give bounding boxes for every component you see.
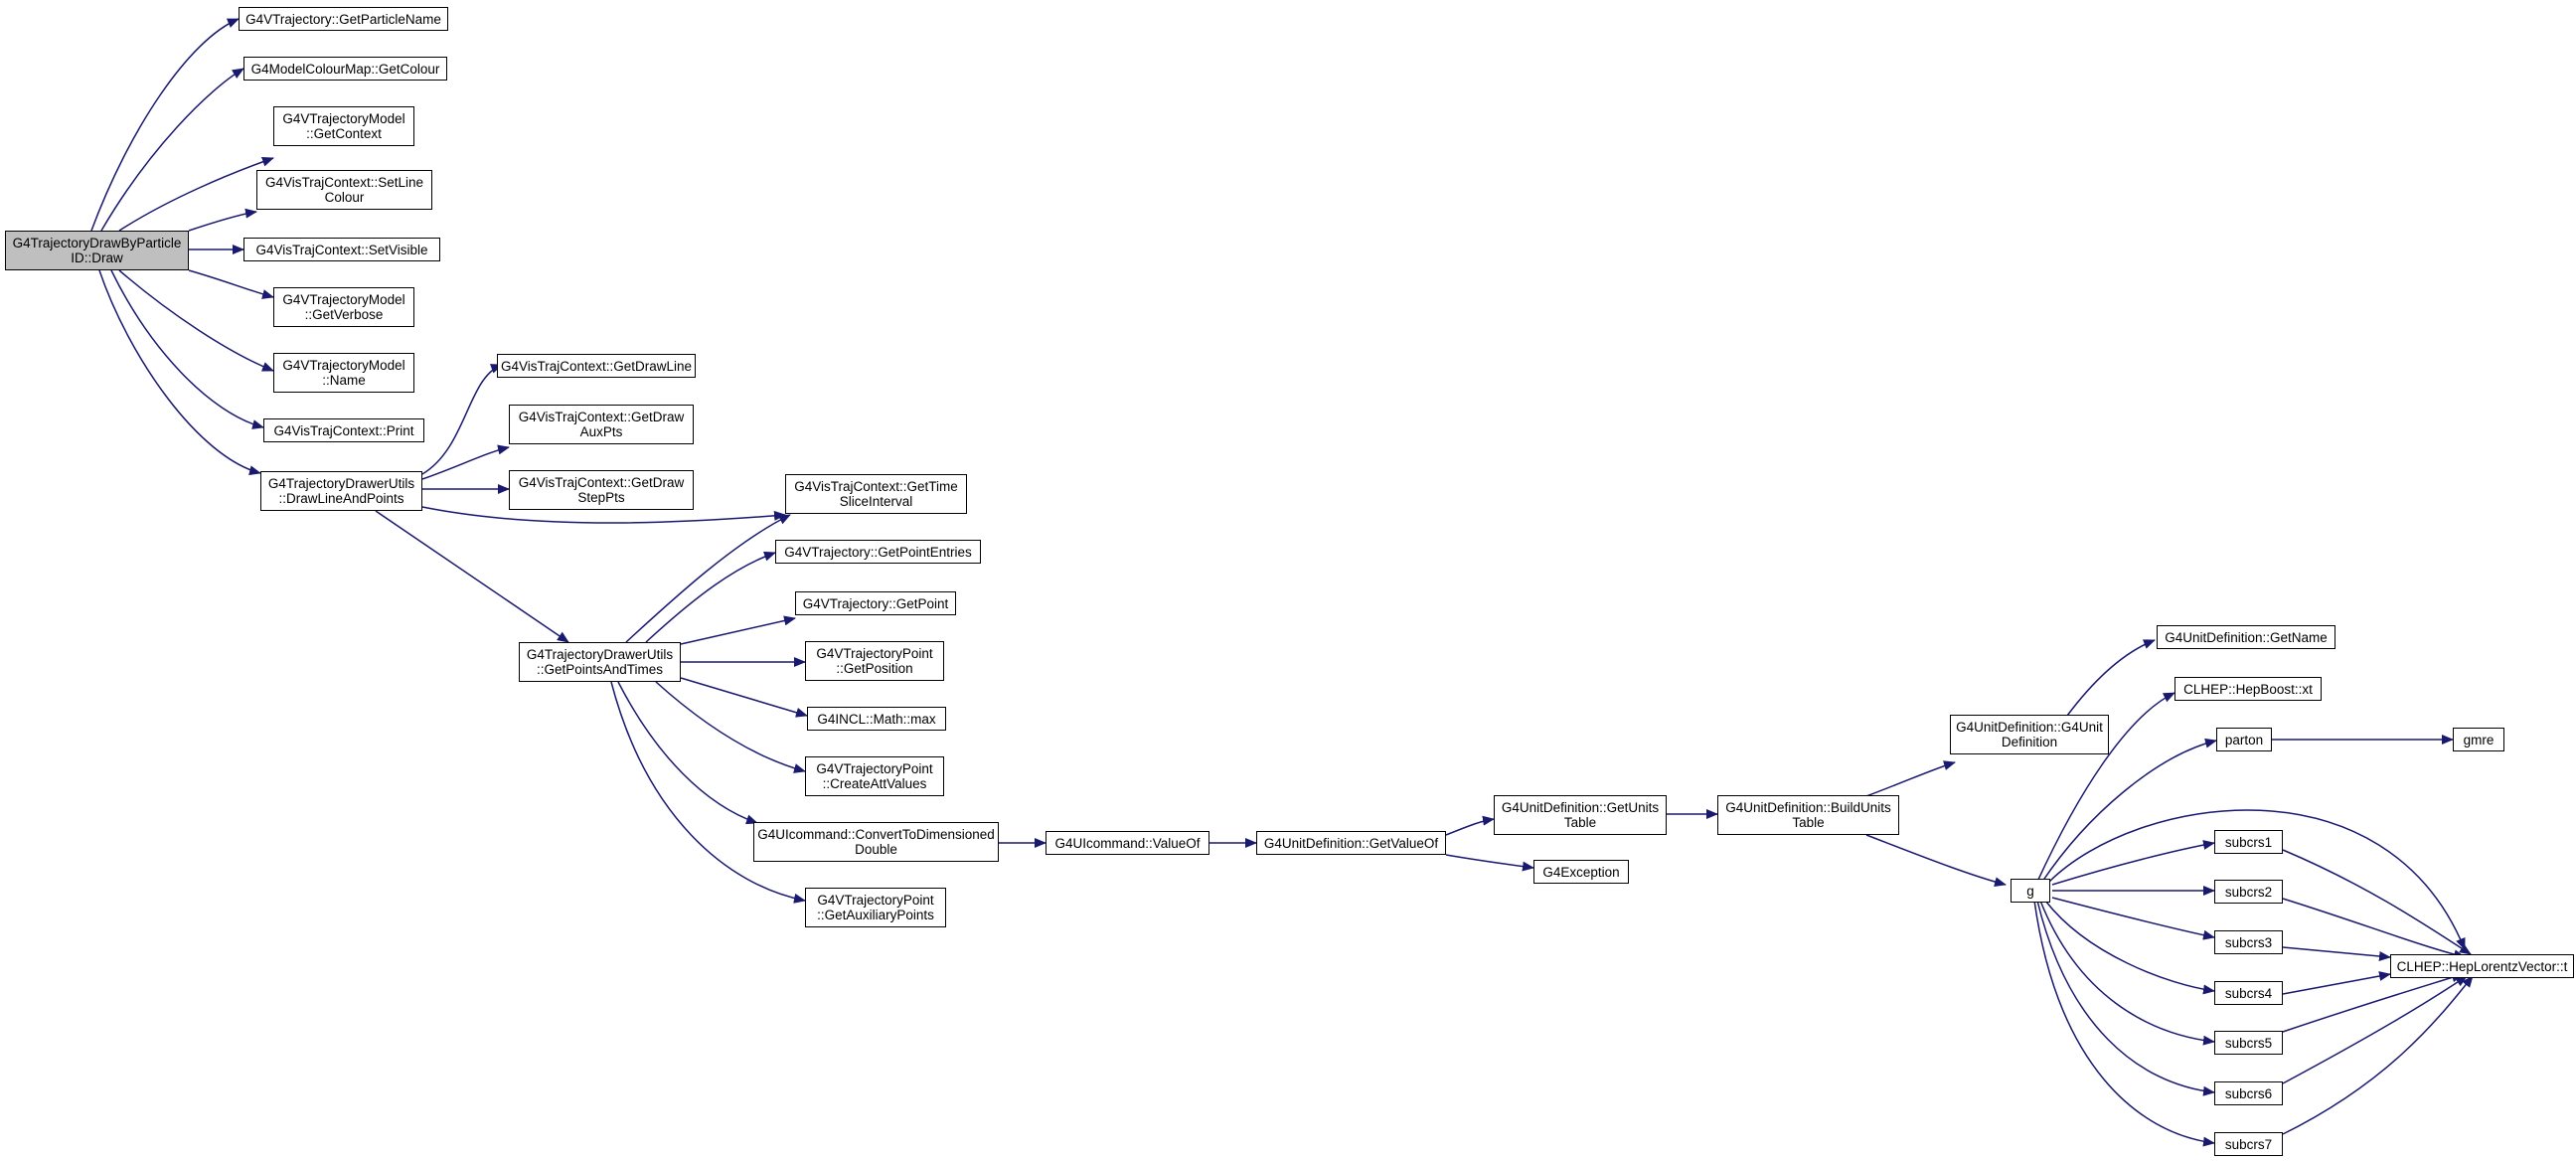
node-get-verbose[interactable]: G4VTrajectoryModel ::GetVerbose — [273, 287, 414, 327]
node-draw-line-and-points[interactable]: G4TrajectoryDrawerUtils ::DrawLineAndPoi… — [260, 471, 422, 511]
edge-gpat-get-point — [680, 615, 796, 645]
edge-subcrs7-t — [2282, 975, 2474, 1135]
edge-draw-get-verbose — [188, 269, 274, 299]
node-subcrs3[interactable]: subcrs3 — [2214, 930, 2283, 954]
node-set-visible[interactable]: G4VisTrajContext::SetVisible — [243, 238, 440, 261]
node-value-of[interactable]: G4UIcommand::ValueOf — [1046, 831, 1209, 855]
node-get-units-table[interactable]: G4UnitDefinition::GetUnits Table — [1494, 795, 1667, 835]
edge-build-units-table-g4unit-definition — [1865, 760, 1956, 797]
node-subcrs2[interactable]: subcrs2 — [2214, 880, 2283, 904]
edge-draw-get-context — [118, 156, 274, 232]
node-gmre[interactable]: gmre — [2453, 728, 2504, 751]
edge-subcrs2-t — [2282, 898, 2466, 960]
edge-dlap-get-draw-aux-pts — [421, 444, 510, 480]
edge-gpat-math-max — [680, 677, 808, 718]
node-get-value-of[interactable]: G4UnitDefinition::GetValueOf — [1256, 831, 1446, 855]
node-print[interactable]: G4VisTrajContext::Print — [263, 418, 424, 442]
node-get-name[interactable]: G4UnitDefinition::GetName — [2157, 625, 2335, 649]
node-get-context[interactable]: G4VTrajectoryModel ::GetContext — [273, 106, 414, 146]
edge-subcrs5-t — [2282, 972, 2464, 1033]
edge-g-parton — [2041, 738, 2217, 883]
edge-g-subcrs6 — [2036, 900, 2215, 1096]
edge-gpat-create-att-values — [655, 681, 806, 773]
edge-draw-get-particle-name — [90, 18, 240, 232]
node-get-position[interactable]: G4VTrajectoryPoint ::GetPosition — [805, 641, 944, 681]
node-g4exception[interactable]: G4Exception — [1533, 860, 1629, 884]
edge-gpat-get-auxiliary-points — [610, 681, 806, 904]
edge-g-subcrs4 — [2044, 900, 2215, 995]
node-parton[interactable]: parton — [2216, 728, 2272, 751]
node-get-colour[interactable]: G4ModelColourMap::GetColour — [243, 57, 447, 81]
node-get-point[interactable]: G4VTrajectory::GetPoint — [795, 591, 956, 615]
edge-get-value-of-get-units-table — [1445, 815, 1495, 836]
node-subcrs1[interactable]: subcrs1 — [2214, 830, 2283, 854]
node-get-point-entries[interactable]: G4VTrajectory::GetPointEntries — [775, 540, 981, 564]
edge-gpat-get-time-slice-interval — [625, 514, 791, 643]
edge-gpat-get-point-entries — [645, 551, 776, 643]
edge-dlap-get-draw-line — [421, 364, 503, 475]
node-hep-boost-xt[interactable]: CLHEP::HepBoost::xt — [2174, 677, 2322, 701]
edge-draw-get-colour — [100, 68, 244, 232]
node-name[interactable]: G4VTrajectoryModel ::Name — [273, 353, 414, 393]
edge-g-subcrs1 — [2051, 840, 2215, 886]
edge-dlap-get-time-slice-interval — [421, 506, 786, 524]
edge-g-hep-lorentz-vector-t-direct — [2048, 809, 2466, 950]
edge-draw-print — [110, 269, 264, 429]
node-get-time-slice-interval[interactable]: G4VisTrajContext::GetTime SliceInterval — [785, 474, 967, 514]
node-draw[interactable]: G4TrajectoryDrawByParticle ID::Draw — [5, 231, 189, 270]
node-get-draw-aux-pts[interactable]: G4VisTrajContext::GetDraw AuxPts — [509, 405, 694, 444]
node-get-auxiliary-points[interactable]: G4VTrajectoryPoint ::GetAuxiliaryPoints — [805, 888, 946, 927]
node-convert-to-dimensioned-double[interactable]: G4UIcommand::ConvertToDimensioned Double — [753, 822, 999, 862]
edge-subcrs1-t — [2282, 849, 2472, 955]
edge-subcrs4-t — [2282, 971, 2391, 995]
node-subcrs4[interactable]: subcrs4 — [2214, 981, 2283, 1005]
node-get-draw-step-pts[interactable]: G4VisTrajContext::GetDraw StepPts — [509, 470, 694, 510]
node-subcrs7[interactable]: subcrs7 — [2214, 1132, 2283, 1156]
edge-dlap-get-points-and-times — [375, 510, 569, 643]
edge-g-subcrs7 — [2033, 900, 2215, 1147]
edge-subcrs3-t — [2282, 946, 2391, 961]
node-get-particle-name[interactable]: G4VTrajectory::GetParticleName — [239, 7, 448, 31]
node-get-points-and-times[interactable]: G4TrajectoryDrawerUtils ::GetPointsAndTi… — [519, 642, 681, 682]
edge-draw-draw-line-and-points — [98, 269, 261, 476]
edge-subcrs6-t — [2282, 975, 2468, 1084]
edge-g4unit-definition-get-name — [2066, 639, 2156, 717]
node-subcrs5[interactable]: subcrs5 — [2214, 1031, 2283, 1055]
node-build-units-table[interactable]: G4UnitDefinition::BuildUnits Table — [1717, 795, 1899, 835]
node-subcrs6[interactable]: subcrs6 — [2214, 1081, 2283, 1105]
edge-g-subcrs5 — [2039, 900, 2215, 1046]
node-hep-lorentz-vector-t[interactable]: CLHEP::HepLorentzVector::t — [2390, 954, 2574, 978]
node-get-draw-line[interactable]: G4VisTrajContext::GetDrawLine — [497, 354, 696, 378]
node-set-line-colour[interactable]: G4VisTrajContext::SetLine Colour — [256, 170, 432, 210]
edge-g-hep-boost-xt — [2036, 692, 2175, 883]
edge-g-subcrs3 — [2051, 897, 2215, 940]
node-g[interactable]: g — [2011, 879, 2050, 903]
node-create-att-values[interactable]: G4VTrajectoryPoint ::CreateAttValues — [805, 756, 944, 796]
edge-draw-set-line-colour — [188, 208, 257, 232]
edge-get-value-of-g4exception — [1445, 854, 1534, 872]
node-math-max[interactable]: G4INCL::Math::max — [807, 707, 946, 731]
edge-draw-name — [118, 269, 274, 372]
node-g4unit-definition[interactable]: G4UnitDefinition::G4Unit Definition — [1950, 715, 2109, 754]
edge-gpat-convert — [617, 681, 758, 825]
edge-build-units-table-g — [1865, 834, 2007, 888]
